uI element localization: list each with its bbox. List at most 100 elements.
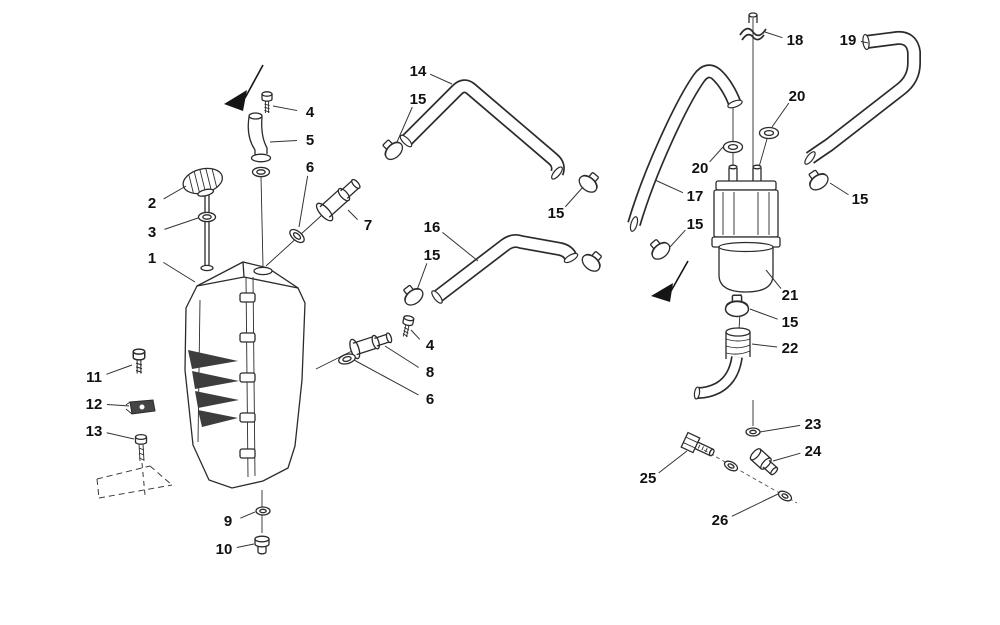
- callout-13-17: 13: [86, 423, 135, 440]
- callout-16-10: 16: [424, 219, 479, 262]
- callout-label: 4: [306, 104, 315, 121]
- callout-8-13: 8: [384, 345, 434, 381]
- oil-hose-lower: [431, 234, 579, 304]
- hose-clamp: [575, 167, 605, 197]
- callout-label: 15: [410, 91, 427, 108]
- callout-label: 6: [426, 391, 434, 408]
- callout-label: 2: [148, 195, 156, 212]
- callout-label: 8: [426, 364, 434, 381]
- leader-line: [163, 185, 187, 200]
- orientation-arrow-left: [224, 64, 264, 111]
- callout-19-21: 19: [840, 32, 869, 49]
- leader-line: [298, 175, 309, 228]
- dipstick: [182, 167, 224, 266]
- callout-label: 3: [148, 224, 156, 241]
- callout-label: 15: [424, 247, 441, 264]
- grommet-ring: [758, 126, 780, 140]
- tank-mount-clip: [125, 399, 156, 415]
- dipstick-seal: [197, 211, 217, 223]
- callout-label: 13: [86, 423, 103, 440]
- leader-line: [236, 543, 255, 549]
- leader-line: [759, 424, 801, 433]
- callout-9-18: 9: [224, 511, 256, 530]
- leader-line: [669, 229, 686, 248]
- callout-15-11: 15: [416, 247, 441, 291]
- callout-15-25: 15: [829, 182, 869, 208]
- callout-4-12: 4: [410, 329, 435, 354]
- callout-18-20: 18: [764, 31, 804, 49]
- tank-mount-hardware: [96, 348, 173, 499]
- check-valve-group: [680, 400, 798, 504]
- drain-washer: [255, 506, 271, 516]
- callout-label: 26: [712, 512, 729, 529]
- leader-line: [654, 179, 684, 194]
- callout-label: 20: [692, 160, 709, 177]
- check-valve: [749, 448, 779, 476]
- callout-17-24: 17: [654, 179, 704, 205]
- hose-clamp: [398, 280, 427, 309]
- tank-side-fitting-group: [315, 314, 415, 370]
- check-valve-washer: [776, 488, 794, 504]
- leader-line: [564, 186, 584, 208]
- leader-line: [396, 106, 413, 143]
- check-valve-washer: [722, 458, 740, 474]
- leader-line: [429, 73, 453, 85]
- side-fitting-bolt: [399, 314, 415, 339]
- callout-label: 5: [306, 132, 314, 149]
- callout-label: 15: [852, 191, 869, 208]
- callout-label: 18: [787, 32, 804, 49]
- leader-line: [106, 432, 135, 440]
- callout-10-19: 10: [216, 541, 255, 558]
- dipstick-cap: [182, 167, 224, 197]
- leader-line: [410, 329, 421, 340]
- callout-label: 15: [548, 205, 565, 222]
- callout-15-26: 15: [669, 216, 703, 248]
- leader-line: [272, 105, 298, 112]
- leader-line: [353, 359, 419, 396]
- callout-label: 24: [805, 443, 822, 460]
- callout-label: 4: [426, 337, 435, 354]
- leader-line: [771, 102, 790, 128]
- callout-label: 7: [364, 217, 372, 234]
- callout-label: 19: [840, 32, 857, 49]
- callout-label: 23: [805, 416, 822, 433]
- leader-line: [163, 261, 196, 283]
- callout-11-15: 11: [86, 364, 133, 386]
- callout-1-7: 1: [148, 250, 196, 283]
- leader-line: [347, 209, 358, 220]
- leader-line: [416, 263, 428, 291]
- leader-line: [860, 40, 869, 44]
- drain-group: [254, 490, 271, 555]
- callout-21-27: 21: [765, 269, 798, 304]
- vent-clip-group: [739, 12, 767, 168]
- tank-outlet-fitting: [315, 178, 361, 222]
- callout-label: 22: [782, 340, 799, 357]
- callout-15-1: 15: [396, 91, 427, 143]
- leader-line: [384, 345, 420, 368]
- outlet-fitting: [693, 327, 751, 400]
- leader-line: [751, 343, 778, 348]
- callout-4-2: 4: [272, 104, 315, 121]
- hose-clamp: [803, 165, 832, 194]
- grommet-ring: [722, 140, 744, 154]
- leader-line: [658, 450, 688, 474]
- banjo-bolt: [680, 431, 715, 457]
- leader-line: [164, 217, 199, 230]
- callout-label: 10: [216, 541, 233, 558]
- callout-5-3: 5: [269, 132, 314, 149]
- hose-clamp: [644, 234, 674, 264]
- callout-7-8: 7: [347, 209, 372, 234]
- callout-26-33: 26: [712, 493, 779, 529]
- callout-14-0: 14: [410, 63, 453, 85]
- callout-label: 14: [410, 63, 427, 80]
- callout-label: 17: [687, 188, 704, 205]
- leader-line: [765, 269, 782, 289]
- callout-label: 15: [782, 314, 799, 331]
- oil-tank: [184, 261, 306, 489]
- oil-hose-upper: [399, 79, 565, 180]
- hose-clamp: [724, 294, 750, 318]
- grommet-rings: [722, 108, 780, 168]
